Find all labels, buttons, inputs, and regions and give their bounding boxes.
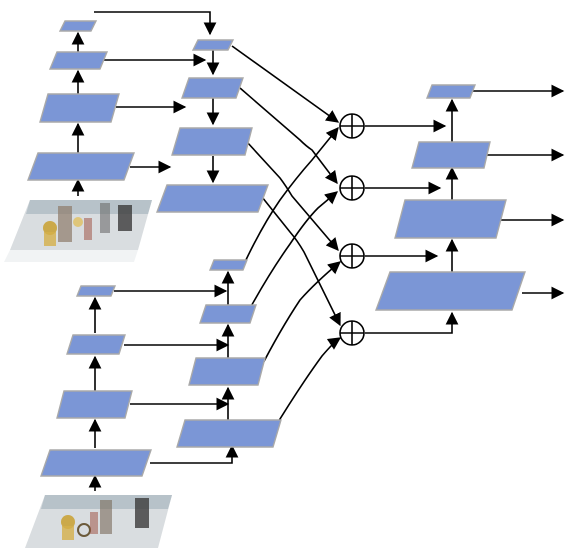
- top-backbone-level-1: [26, 152, 136, 181]
- bottom-backbone-level-3: [66, 334, 126, 355]
- sum-node-1: [339, 113, 365, 139]
- top-lateral-arrows: [94, 11, 217, 174]
- top-backbone-level-3: [48, 51, 109, 70]
- fused-pyramid-level-4: [425, 84, 477, 99]
- top-pyramid-level-1: [155, 184, 270, 213]
- bottom-lateral-arrows: [114, 284, 239, 464]
- sum-node-4: [339, 320, 365, 346]
- top-pyramid-level-2: [171, 127, 253, 156]
- input-image-bottom: [25, 495, 172, 548]
- bottom-pyramid-level-1: [176, 419, 282, 448]
- bottom-pyramid-level-2: [188, 357, 266, 386]
- sum-to-output-arrows: [365, 119, 459, 334]
- fused-pyramid-level-1: [374, 271, 526, 311]
- top-backbone-level-4: [58, 20, 98, 32]
- fused-pyramid-level-3: [411, 141, 491, 169]
- fused-pyramid-level-2: [394, 199, 507, 239]
- bottom-backbone-level-4: [75, 285, 117, 297]
- input-image-top: [4, 200, 152, 262]
- output-arrows: [473, 84, 565, 300]
- sum-node-3: [339, 243, 365, 269]
- bottom-to-sum-lines: [243, 127, 342, 433]
- top-pyramid-level-4: [191, 39, 235, 51]
- top-backbone-level-2: [39, 93, 120, 123]
- bottom-backbone-level-2: [56, 390, 133, 419]
- bottom-pyramid-level-4: [208, 259, 249, 271]
- bottom-backbone-level-1: [40, 449, 152, 477]
- bottom-pyramid-level-3: [199, 304, 257, 324]
- top-pyramid-level-3: [181, 77, 244, 99]
- top-to-sum-lines: [231, 45, 341, 327]
- sum-node-2: [339, 175, 365, 201]
